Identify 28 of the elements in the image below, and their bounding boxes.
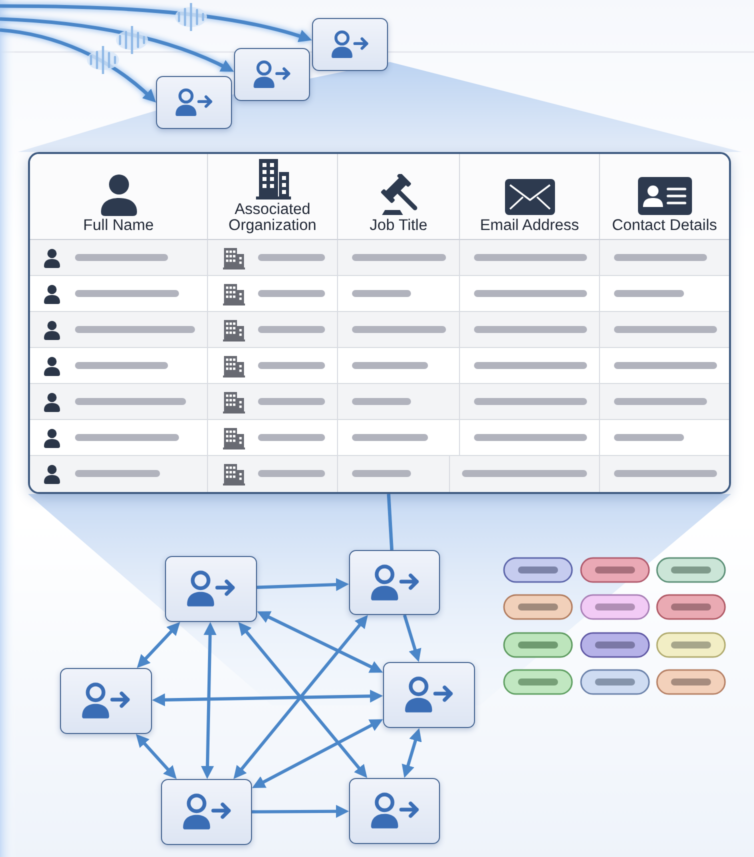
user-node	[349, 778, 440, 844]
column-title: Associated Organization	[228, 202, 318, 234]
user-node	[161, 779, 252, 845]
user-node	[383, 662, 475, 728]
user-node	[234, 48, 310, 101]
double-arrow	[152, 690, 383, 706]
connector-line	[386, 494, 394, 550]
double-arrow	[136, 622, 180, 668]
double-arrow	[136, 734, 177, 780]
column-title: Email Address	[480, 218, 580, 234]
arrow	[0, 4, 312, 42]
user-node	[60, 668, 152, 734]
arrow	[256, 578, 349, 592]
column-title: Contact Details	[612, 218, 718, 234]
user-node	[165, 556, 257, 622]
arrow	[252, 804, 349, 818]
double-arrow	[402, 728, 422, 778]
user-node	[349, 550, 440, 615]
column-title: Full Name	[83, 218, 154, 234]
data-table	[28, 152, 731, 494]
double-arrow	[257, 611, 383, 673]
user-node	[312, 18, 388, 71]
double-arrow	[252, 719, 383, 788]
arrow	[0, 17, 234, 72]
double-arrow	[200, 622, 217, 779]
column-title: Job Title	[370, 218, 428, 234]
arrow	[402, 614, 422, 662]
user-node	[156, 76, 232, 129]
